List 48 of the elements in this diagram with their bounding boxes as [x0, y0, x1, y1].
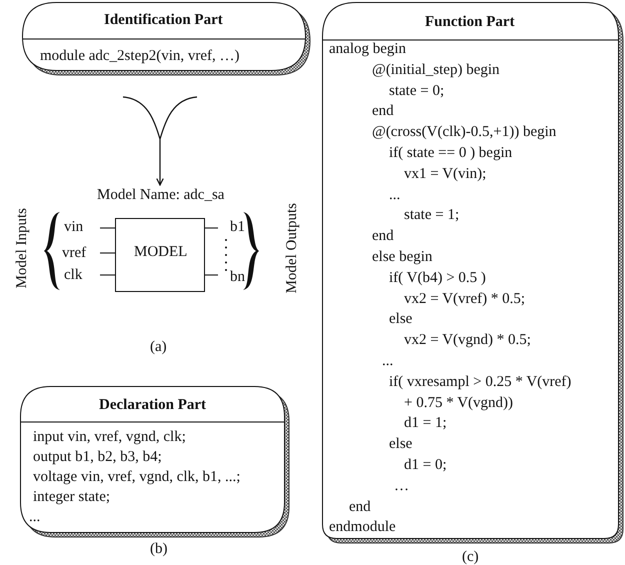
- code-line: state = 1;: [404, 206, 460, 224]
- code-line: …: [394, 476, 409, 495]
- panel-heading: Identification Part: [104, 11, 223, 29]
- panel-heading: Declaration Part: [99, 396, 206, 414]
- code-line: @(cross(V(clk)-0.5,+1)) begin: [372, 123, 556, 142]
- code-line: else: [389, 435, 412, 454]
- axis-label: Model Outputs: [284, 203, 300, 294]
- pin-label: vref: [62, 244, 86, 262]
- code-line: vx2 = V(vref) * 0.5;: [404, 290, 526, 308]
- code-line: else: [389, 310, 412, 328]
- code-line: input vin, vref, vgnd, clk;: [33, 428, 186, 446]
- code-line: + 0.75 * V(vgnd)): [404, 394, 514, 412]
- code-line: module adc_2step2(vin, vref, …): [40, 47, 240, 65]
- model-name: Model Name: adc_sa: [97, 186, 224, 204]
- code-panel: [322, 2, 624, 544]
- code-line: @(initial_step) begin: [372, 60, 500, 79]
- code-line: d1 = 1;: [404, 414, 447, 432]
- code-line: analog begin: [329, 40, 406, 58]
- code-line: if( V(b4) > 0.5 ): [389, 268, 486, 287]
- panel-heading: Function Part: [425, 13, 515, 31]
- code-line: ...: [29, 508, 40, 526]
- pin-label: vin: [64, 218, 84, 236]
- code-line: endmodule: [329, 518, 396, 536]
- axis-label: Model Inputs: [14, 208, 30, 288]
- panel-caption: (c): [462, 548, 479, 565]
- code-line: else begin: [372, 248, 432, 266]
- pin-label: clk: [64, 266, 82, 284]
- code-line: integer state;: [33, 488, 110, 506]
- code-line: end: [349, 498, 371, 516]
- code-line: if( state == 0 ) begin: [389, 144, 512, 162]
- code-line: end: [372, 102, 394, 120]
- code-line: if( vxresampl > 0.25 * V(vref): [389, 372, 572, 391]
- block-label: MODEL: [134, 243, 188, 261]
- pin-label: b1: [230, 218, 245, 236]
- code-panel: [22, 2, 311, 76]
- code-line: state = 0;: [389, 82, 444, 100]
- pin-label: bn: [230, 268, 245, 286]
- code-line: d1 = 0;: [404, 456, 447, 474]
- code-line: ...: [382, 352, 394, 370]
- code-line: voltage vin, vref, vgnd, clk, b1, ...;: [33, 468, 240, 486]
- code-line: end: [372, 227, 394, 246]
- code-line: ...: [389, 186, 400, 204]
- panel-caption: (b): [150, 540, 168, 558]
- code-line: vx2 = V(vgnd) * 0.5;: [404, 331, 531, 350]
- code-panel: [20, 386, 290, 538]
- panel-caption: (a): [150, 338, 167, 356]
- code-line: vx1 = V(vin);: [404, 164, 486, 183]
- code-line: output b1, b2, b3, b4;: [33, 448, 162, 466]
